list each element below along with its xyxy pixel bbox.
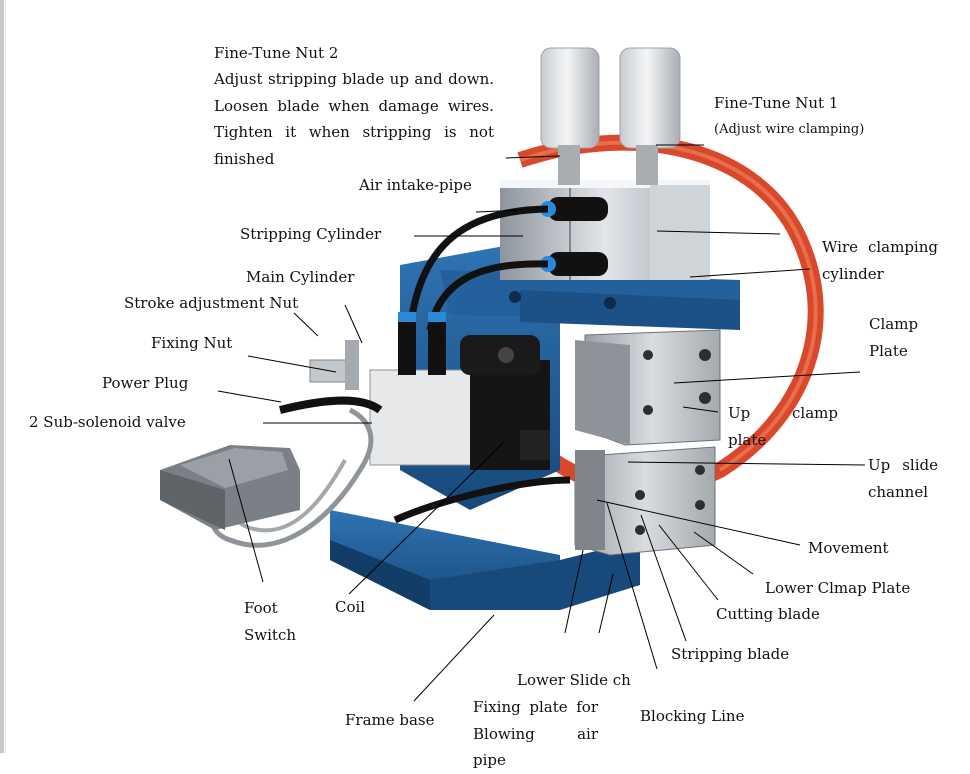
label-sub-solenoid-valve: 2 Sub-solenoid valve bbox=[29, 413, 186, 431]
label-fine-tune-nut-2-description: Adjust stripping blade up and down. Loos… bbox=[214, 70, 494, 168]
label-fine-tune-nut-2: Fine-Tune Nut 2 bbox=[214, 44, 339, 62]
wire-stripping-machine-illustration bbox=[160, 47, 866, 702]
label-up-clamp-plate: Up clamp plate bbox=[728, 404, 838, 449]
label-frame-base: Frame base bbox=[345, 711, 435, 729]
label-fine-tune-nut-1: Fine-Tune Nut 1 bbox=[714, 94, 839, 112]
label-blocking-line: Blocking Line bbox=[640, 707, 745, 725]
foot-switch-shape bbox=[160, 445, 300, 530]
label-stripping-blade: Stripping blade bbox=[671, 645, 790, 663]
label-stripping-cylinder: Stripping Cylinder bbox=[240, 225, 382, 243]
window-border-inner bbox=[5, 0, 6, 753]
clamp-plates bbox=[574, 329, 721, 556]
solenoid-valve bbox=[369, 312, 550, 470]
fine-tune-knobs bbox=[540, 47, 681, 185]
frame-base-shape bbox=[330, 510, 640, 610]
label-main-cylinder: Main Cylinder bbox=[246, 268, 355, 286]
label-air-intake-pipe: Air intake-pipe bbox=[359, 176, 472, 194]
window-border bbox=[0, 0, 4, 753]
label-lower-clamp-plate: Lower Clmap Plate bbox=[765, 579, 911, 597]
label-clamp-plate: Clamp Plate bbox=[869, 315, 919, 360]
stroke-adjustment-parts bbox=[309, 340, 359, 390]
label-fixing-plate-blowing-air-pipe: Fixing plate for Blowing air pipe bbox=[473, 698, 598, 769]
label-foot-switch: Foot Switch bbox=[244, 599, 297, 644]
label-power-plug: Power Plug bbox=[102, 374, 189, 392]
label-cutting-blade: Cutting blade bbox=[716, 605, 820, 623]
label-wire-clamping-cylinder: Wire clamping cylinder bbox=[822, 238, 938, 283]
leader-lines bbox=[217, 144, 866, 702]
label-movement: Movement bbox=[808, 539, 889, 557]
label-coil: Coil bbox=[335, 598, 366, 616]
label-fine-tune-nut-1-description: (Adjust wire clamping) bbox=[714, 122, 865, 137]
label-fixing-nut: Fixing Nut bbox=[151, 334, 233, 352]
label-stroke-adjustment-nut: Stroke adjustment Nut bbox=[124, 294, 299, 312]
label-up-slide-channel: Up slide channel bbox=[868, 456, 938, 501]
label-lower-slide-channel: Lower Slide ch bbox=[517, 671, 631, 689]
